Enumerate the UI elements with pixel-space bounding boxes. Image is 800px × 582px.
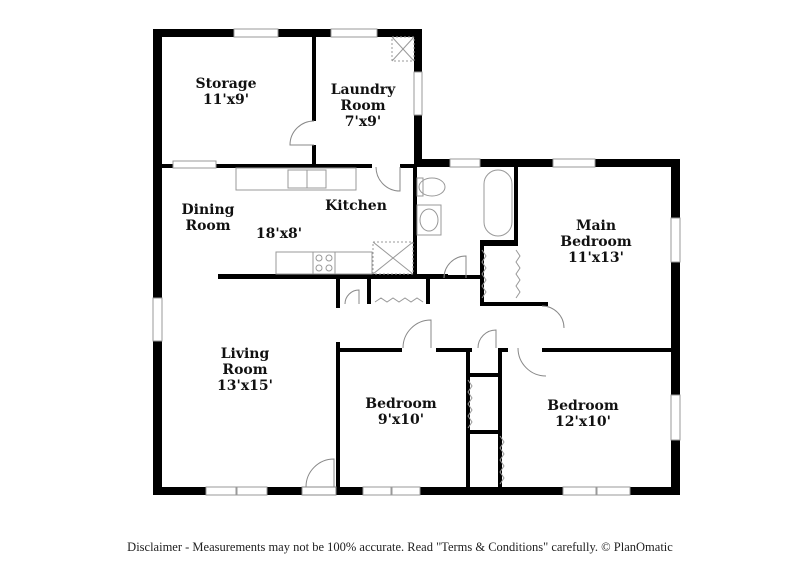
room-storage: Storage 11'x9' xyxy=(195,76,256,108)
room-laundry: Laundry Room 7'x9' xyxy=(331,82,396,130)
doors xyxy=(289,120,565,496)
room-dining: Dining Room xyxy=(182,202,235,234)
room-main-bedroom: Main Bedroom 11'x13' xyxy=(560,218,631,266)
room-name-line2: Room xyxy=(340,98,386,114)
room-dims: 11'x13' xyxy=(568,250,624,266)
room-name-line2: Room xyxy=(222,362,268,378)
room-name: Bedroom xyxy=(547,398,619,414)
room-dims: 7'x9' xyxy=(344,114,382,130)
room-kitchen-dims: 18'x8' xyxy=(256,226,302,242)
room-living: Living Room 13'x15' xyxy=(217,346,273,394)
room-dims: 12'x10' xyxy=(555,414,611,430)
room-dims: 11'x9' xyxy=(202,92,250,108)
room-name-line1: Main xyxy=(575,218,617,234)
room-name-line1: Living xyxy=(220,346,270,362)
room-name-line1: Dining xyxy=(181,202,235,218)
room-kitchen-name: Kitchen xyxy=(325,198,387,214)
windows xyxy=(152,28,681,496)
room-bedroom-2: Bedroom 9'x10' xyxy=(365,396,436,428)
room-dims: 9'x10' xyxy=(377,412,425,428)
room-dims: 18'x8' xyxy=(255,226,303,242)
room-name: Kitchen xyxy=(325,198,387,214)
disclaimer-text: Disclaimer - Measurements may not be 100… xyxy=(127,540,673,554)
fixtures xyxy=(235,36,521,485)
room-name-line2: Room xyxy=(185,218,231,234)
room-name-line1: Laundry xyxy=(330,82,396,98)
room-dims: 13'x15' xyxy=(217,378,273,394)
room-name: Bedroom xyxy=(365,396,437,412)
room-name-line2: Bedroom xyxy=(560,234,632,250)
room-bedroom-3: Bedroom 12'x10' xyxy=(547,398,618,430)
room-name: Storage xyxy=(195,76,257,92)
